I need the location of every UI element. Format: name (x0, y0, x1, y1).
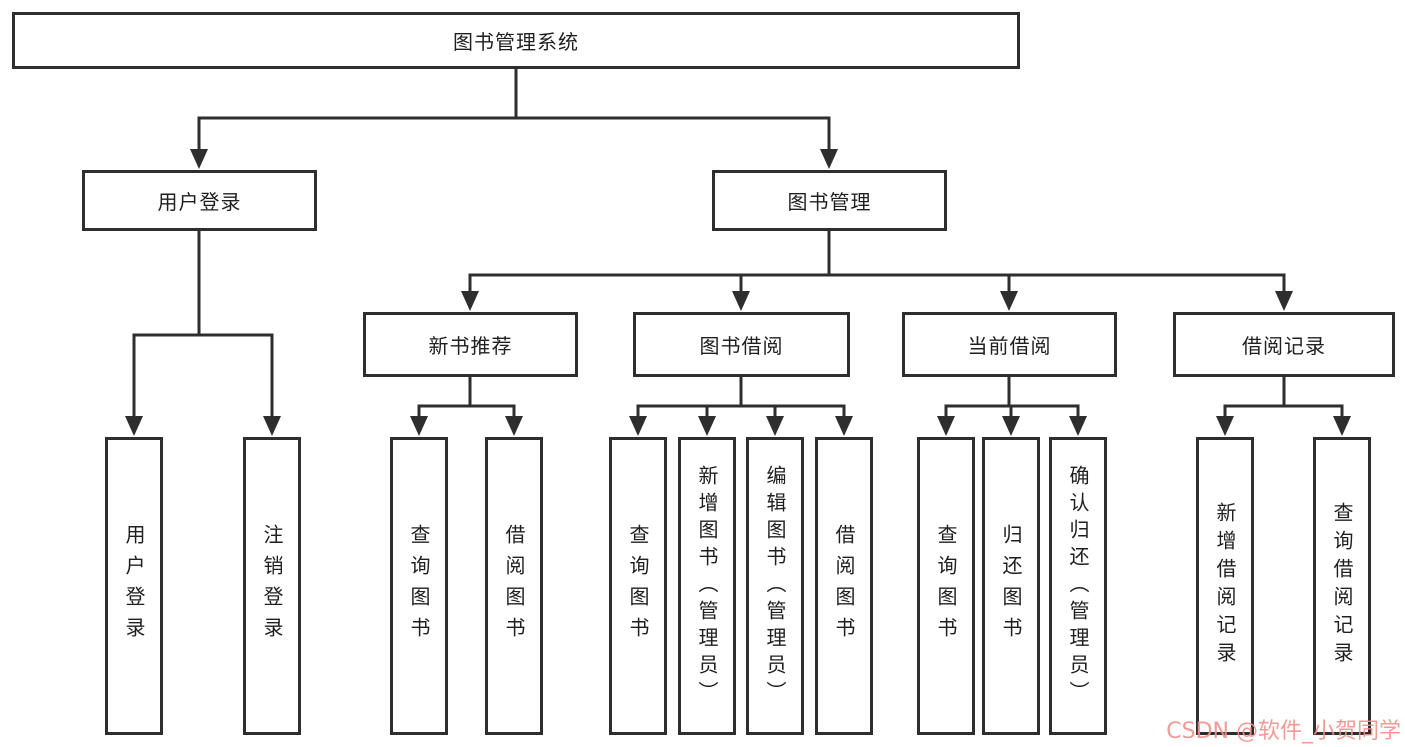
leaf-query-borrow-record: 查询借阅记录 (1313, 437, 1371, 735)
node-label: 用户登录 (157, 190, 242, 214)
leaf-label: 归还图书 (999, 524, 1023, 648)
leaf-label: 新增借阅记录 (1213, 502, 1237, 670)
leaf-label: 确认归还（管理员） (1066, 464, 1090, 708)
leaf-label: 借阅图书 (832, 524, 856, 648)
leaf-query-books-borrow: 查询图书 (609, 437, 667, 735)
leaf-return-books: 归还图书 (982, 437, 1040, 735)
node-label: 图书借阅 (699, 334, 784, 358)
node-root-system: 图书管理系统 (12, 12, 1020, 69)
node-label: 图书管理系统 (453, 30, 579, 54)
leaf-confirm-return-admin: 确认归还（管理员） (1049, 437, 1107, 735)
leaf-query-books-current: 查询图书 (917, 437, 975, 735)
node-label: 图书管理 (787, 190, 872, 214)
leaf-label: 借阅图书 (502, 524, 526, 648)
node-current-borrowing: 当前借阅 (902, 312, 1117, 377)
leaf-label: 查询图书 (407, 524, 431, 648)
leaf-label: 编辑图书（管理员） (763, 464, 787, 708)
leaf-label: 查询借阅记录 (1330, 502, 1354, 670)
connector-paths (132, 69, 1344, 419)
leaf-edit-books-admin: 编辑图书（管理员） (746, 437, 804, 735)
leaf-label: 新增图书（管理员） (695, 464, 719, 708)
leaf-label: 注销登录 (260, 524, 284, 648)
leaf-user-login: 用户登录 (105, 437, 163, 735)
leaf-label: 查询图书 (626, 524, 650, 648)
leaf-borrow-books: 借阅图书 (815, 437, 873, 735)
csdn-watermark: CSDN @软件_小贺同学 (1166, 719, 1401, 744)
node-label: 新书推荐 (428, 334, 513, 358)
leaf-label: 用户登录 (122, 524, 146, 648)
leaf-add-books-admin: 新增图书（管理员） (678, 437, 736, 735)
leaf-add-borrow-record: 新增借阅记录 (1196, 437, 1254, 735)
node-label: 当前借阅 (967, 334, 1052, 358)
node-new-book-recommendation: 新书推荐 (363, 312, 578, 377)
leaf-query-books-recommend: 查询图书 (390, 437, 448, 735)
node-borrowing-records: 借阅记录 (1173, 312, 1395, 377)
node-book-management-module: 图书管理 (712, 170, 947, 231)
arrowheads (125, 149, 1351, 436)
leaf-borrow-books-recommend: 借阅图书 (485, 437, 543, 735)
leaf-label: 查询图书 (934, 524, 958, 648)
node-label: 借阅记录 (1242, 334, 1326, 358)
node-user-login-module: 用户登录 (82, 170, 317, 231)
node-book-borrowing: 图书借阅 (633, 312, 850, 377)
leaf-logout: 注销登录 (243, 437, 301, 735)
